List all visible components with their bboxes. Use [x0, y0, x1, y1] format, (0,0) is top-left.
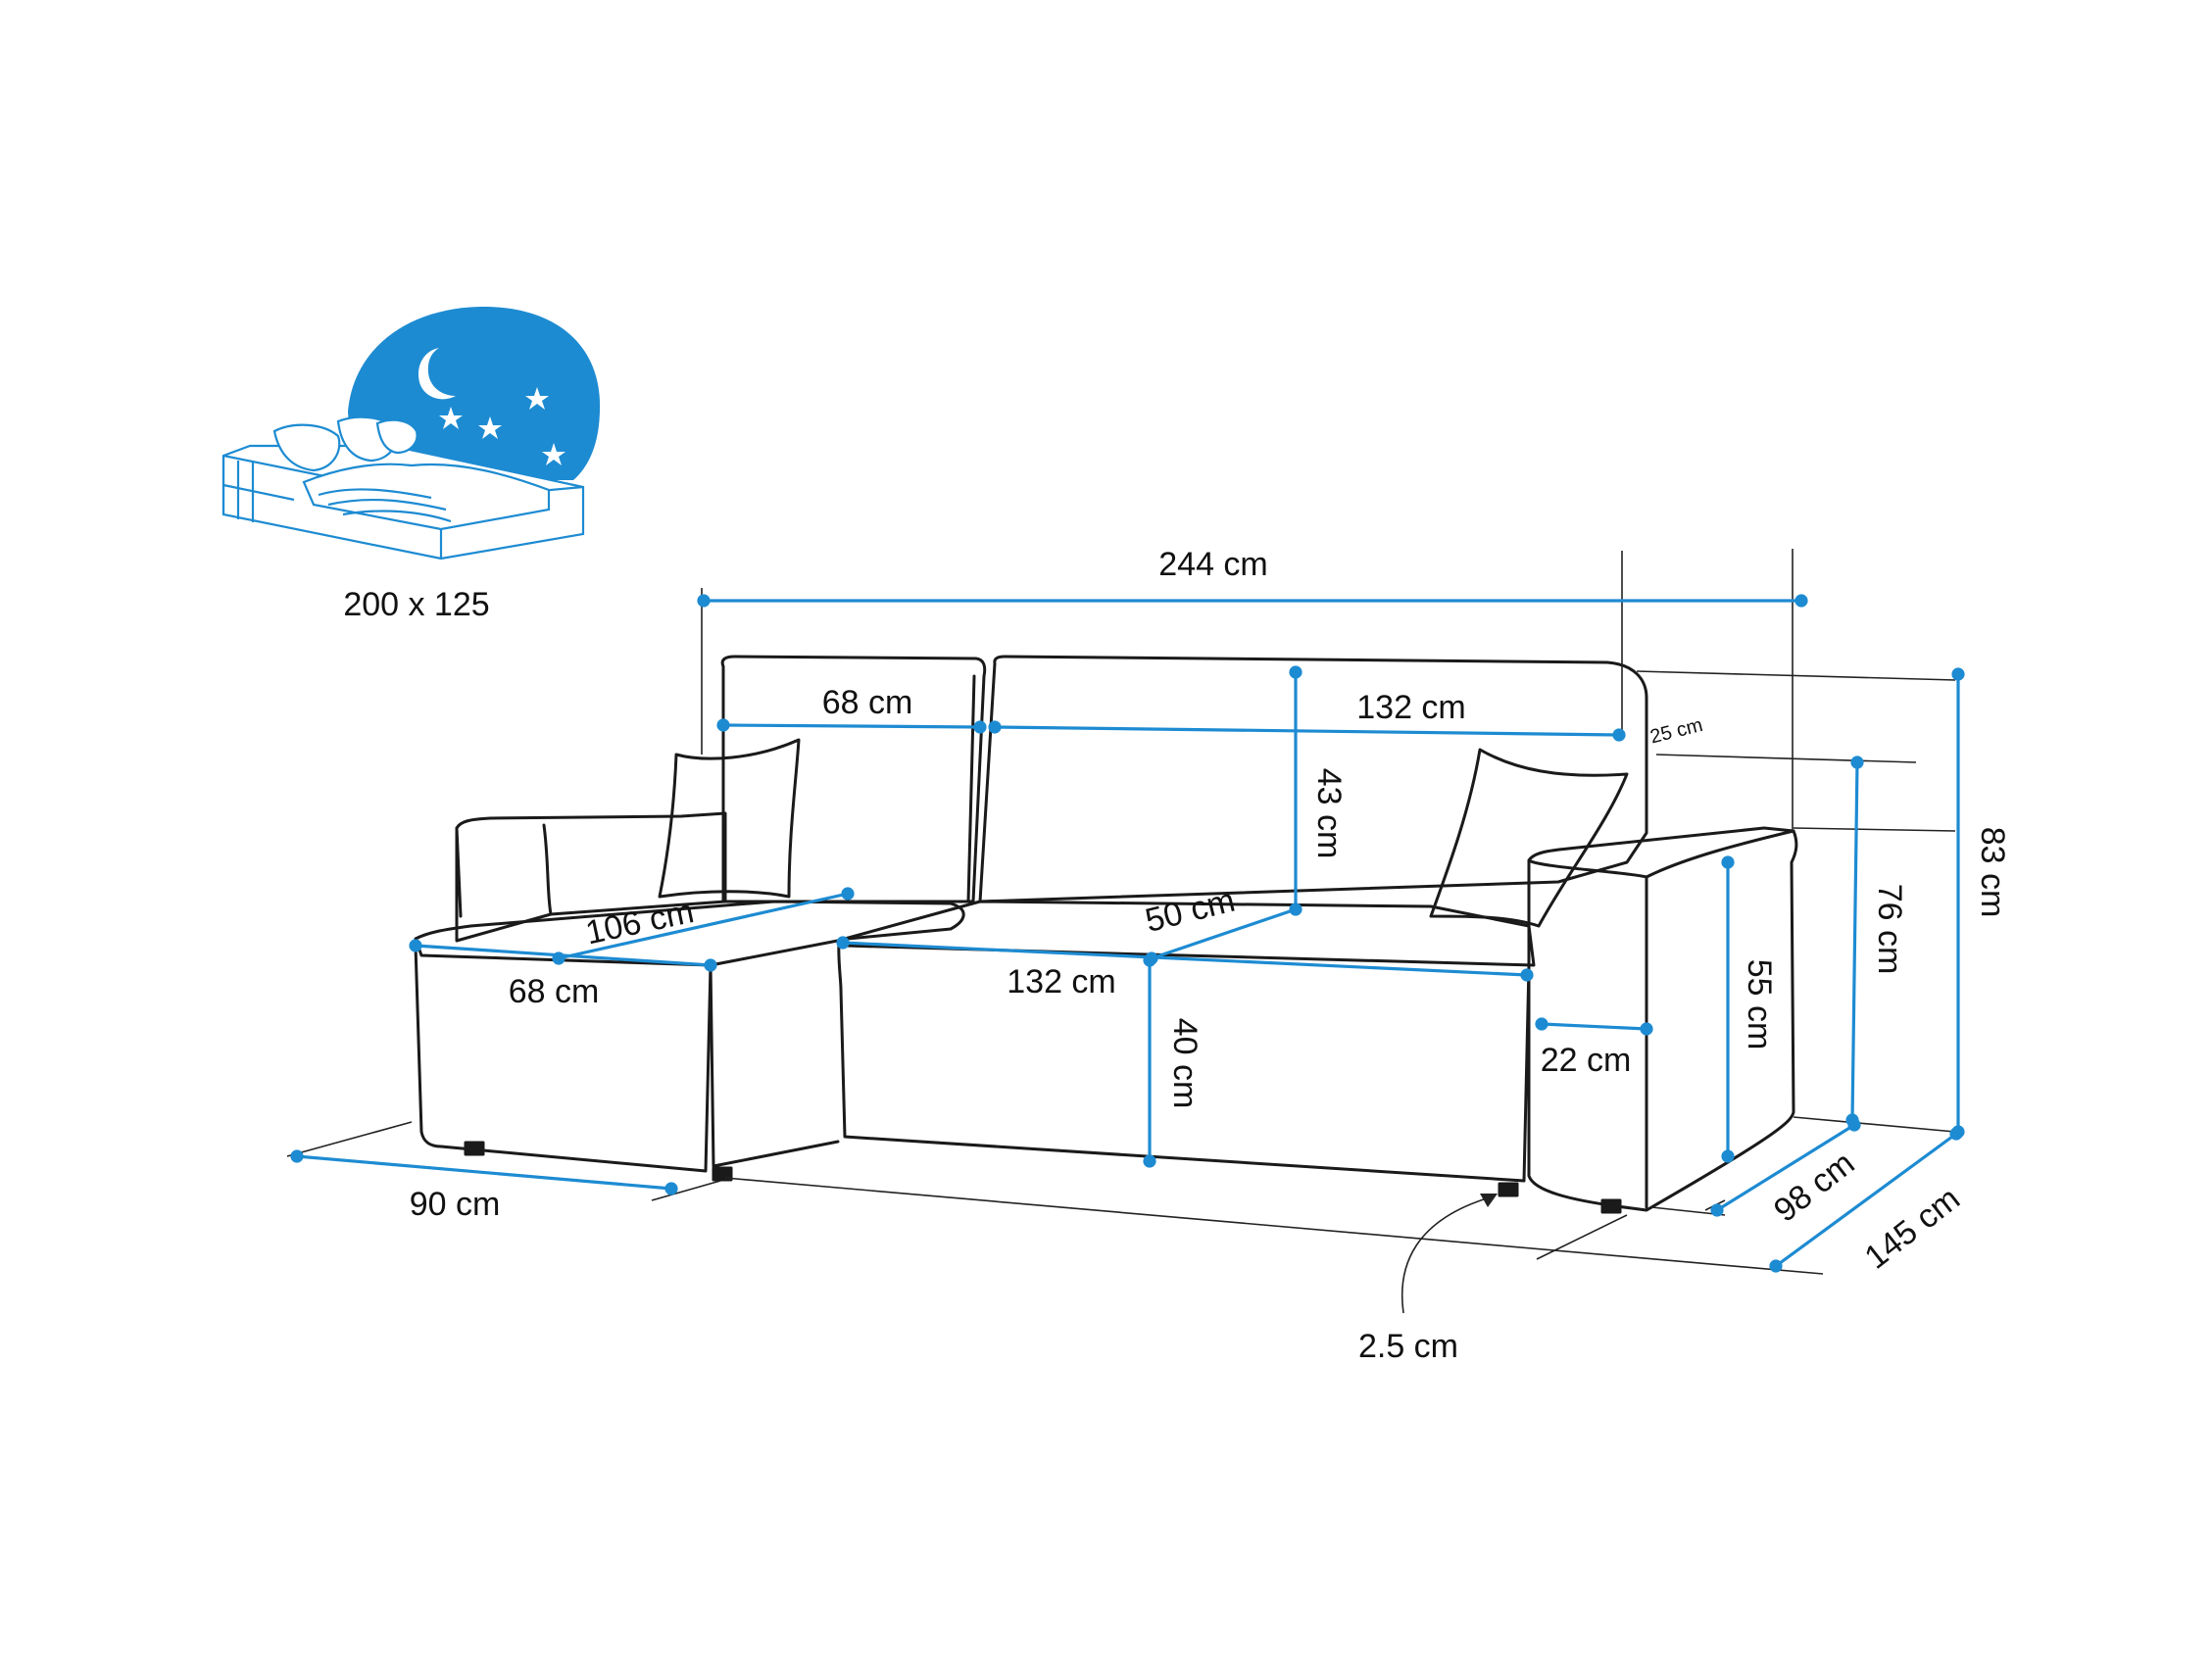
sofa-bed-night-icon	[221, 306, 601, 561]
chaise-back-width-label: 68 cm	[822, 684, 913, 721]
main-front-block	[837, 941, 1531, 1183]
chaise-front-block	[414, 944, 713, 1173]
leg-height-pointer	[1401, 1196, 1491, 1314]
chaise-front-width-label: 68 cm	[509, 973, 600, 1010]
armrest-height-label: 55 cm	[1741, 959, 1778, 1050]
star-icon	[439, 387, 565, 465]
sofa-depth-label: 98 cm	[1767, 1145, 1861, 1230]
seat-height-label: 40 cm	[1166, 1018, 1204, 1109]
crescent-moon-icon	[418, 348, 456, 400]
main-seat	[843, 900, 1536, 967]
right-throw-pillow	[1429, 748, 1629, 928]
armrest-width-label: 22 cm	[1541, 1042, 1632, 1079]
back-height-label: 43 cm	[1310, 768, 1348, 859]
main-back-width-label: 132 cm	[1356, 689, 1466, 726]
leg-height-label: 2.5 cm	[1358, 1328, 1458, 1365]
extension-lines	[286, 549, 1956, 1314]
total-height-label: 83 cm	[1974, 827, 2011, 918]
main-back-cushion	[978, 655, 1648, 903]
left-throw-pillow	[658, 738, 801, 899]
chaise-depth-label: 90 cm	[410, 1186, 501, 1223]
right-armrest	[1527, 826, 1798, 1212]
chaise-seat	[414, 900, 965, 967]
main-front-width-label: 132 cm	[1007, 963, 1116, 1000]
total-back-height-label: 76 cm	[1871, 884, 1908, 975]
seat-depth-label: 50 cm	[1142, 882, 1239, 940]
left-armrest	[455, 811, 727, 943]
overall-width-label: 244 cm	[1158, 546, 1268, 583]
dimension-lines	[290, 594, 1965, 1273]
sofa-bed-icon	[221, 415, 585, 561]
corner-sofa-outline	[414, 655, 1798, 1214]
bed-size-label: 200 x 125	[343, 586, 489, 623]
back-thickness-label: 25 cm	[1647, 714, 1704, 749]
chaise-length-label: 106 cm	[582, 893, 697, 951]
chaise-back-cushion	[720, 655, 987, 903]
